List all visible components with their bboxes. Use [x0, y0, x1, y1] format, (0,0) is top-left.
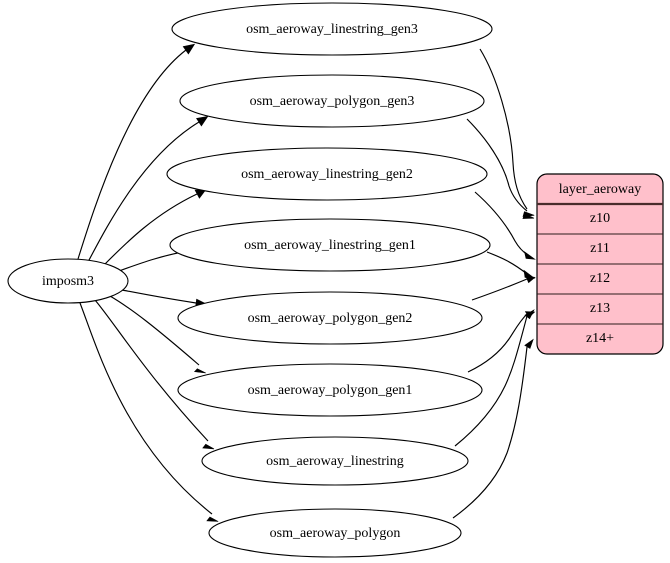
polygon-gen3-label: osm_aeroway_polygon_gen3	[250, 94, 415, 109]
linestring-gen3-label: osm_aeroway_linestring_gen3	[246, 22, 418, 37]
linestring-gen3-ellipse[interactable]	[171, 2, 493, 56]
polygon-ellipse[interactable]	[208, 508, 462, 558]
layer-aeroway-row-z12[interactable]: z12	[590, 271, 610, 286]
edge-polygon-gen2-to-z12	[471, 275, 536, 301]
edge-imposm3-to-polygon-gen3	[87, 115, 209, 263]
edge-polygon-gen3-to-z10	[466, 118, 535, 219]
node-osm-aeroway-polygon-gen1[interactable]: osm_aeroway_polygon_gen1	[177, 363, 483, 417]
layer-aeroway-row-z11[interactable]: z11	[590, 241, 610, 256]
polygon-gen1-ellipse[interactable]	[177, 363, 483, 417]
polygon-gen1-label: osm_aeroway_polygon_gen1	[248, 383, 413, 398]
node-layer-aeroway-table[interactable]: layer_aeroway z10 z11 z12 z13 z14+	[536, 173, 664, 355]
imposm3-label: imposm3	[42, 274, 94, 289]
edge-polygon-to-z14	[452, 338, 534, 519]
edge-linestring-to-z13	[454, 309, 535, 447]
edge-imposm3-to-polygon	[79, 302, 219, 522]
edge-imposm3-to-linestring-gen3	[77, 43, 196, 260]
edge-linestring-gen3-to-z10	[479, 48, 535, 217]
polygon-label: osm_aeroway_polygon	[270, 526, 401, 541]
linestring-gen1-ellipse[interactable]	[169, 218, 491, 272]
edge-imposm3-to-linestring	[94, 299, 215, 450]
imposm3-ellipse[interactable]	[7, 258, 129, 304]
linestring-gen2-ellipse[interactable]	[166, 147, 488, 201]
layer-aeroway-header-label: layer_aeroway	[559, 182, 641, 197]
node-osm-aeroway-linestring[interactable]: osm_aeroway_linestring	[201, 436, 469, 486]
node-osm-aeroway-linestring-gen1[interactable]: osm_aeroway_linestring_gen1	[169, 218, 491, 272]
node-imposm3[interactable]: imposm3	[7, 258, 129, 304]
layer-aeroway-row-z14[interactable]: z14+	[586, 331, 614, 346]
linestring-label: osm_aeroway_linestring	[266, 454, 404, 469]
edge-imposm3-to-polygon-gen2	[121, 289, 208, 308]
polygon-gen2-ellipse[interactable]	[177, 291, 483, 345]
node-osm-aeroway-polygon-gen3[interactable]: osm_aeroway_polygon_gen3	[179, 74, 485, 128]
linestring-ellipse[interactable]	[201, 436, 469, 486]
linestring-gen1-label: osm_aeroway_linestring_gen1	[244, 238, 416, 253]
edge-group-tables-to-layer	[452, 48, 536, 519]
edge-linestring-gen2-to-z11	[474, 191, 536, 260]
node-osm-aeroway-polygon[interactable]: osm_aeroway_polygon	[208, 508, 462, 558]
layer-aeroway-row-z10[interactable]: z10	[590, 211, 610, 226]
linestring-gen2-label: osm_aeroway_linestring_gen2	[241, 167, 413, 182]
layer-aeroway-row-z13[interactable]: z13	[590, 301, 610, 316]
edge-imposm3-to-polygon-gen1	[109, 295, 206, 374]
node-osm-aeroway-linestring-gen2[interactable]: osm_aeroway_linestring_gen2	[166, 147, 488, 201]
node-osm-aeroway-linestring-gen3[interactable]: osm_aeroway_linestring_gen3	[171, 2, 493, 56]
polygon-gen2-label: osm_aeroway_polygon_gen2	[248, 311, 413, 326]
polygon-gen3-ellipse[interactable]	[179, 74, 485, 128]
node-osm-aeroway-polygon-gen2[interactable]: osm_aeroway_polygon_gen2	[177, 291, 483, 345]
